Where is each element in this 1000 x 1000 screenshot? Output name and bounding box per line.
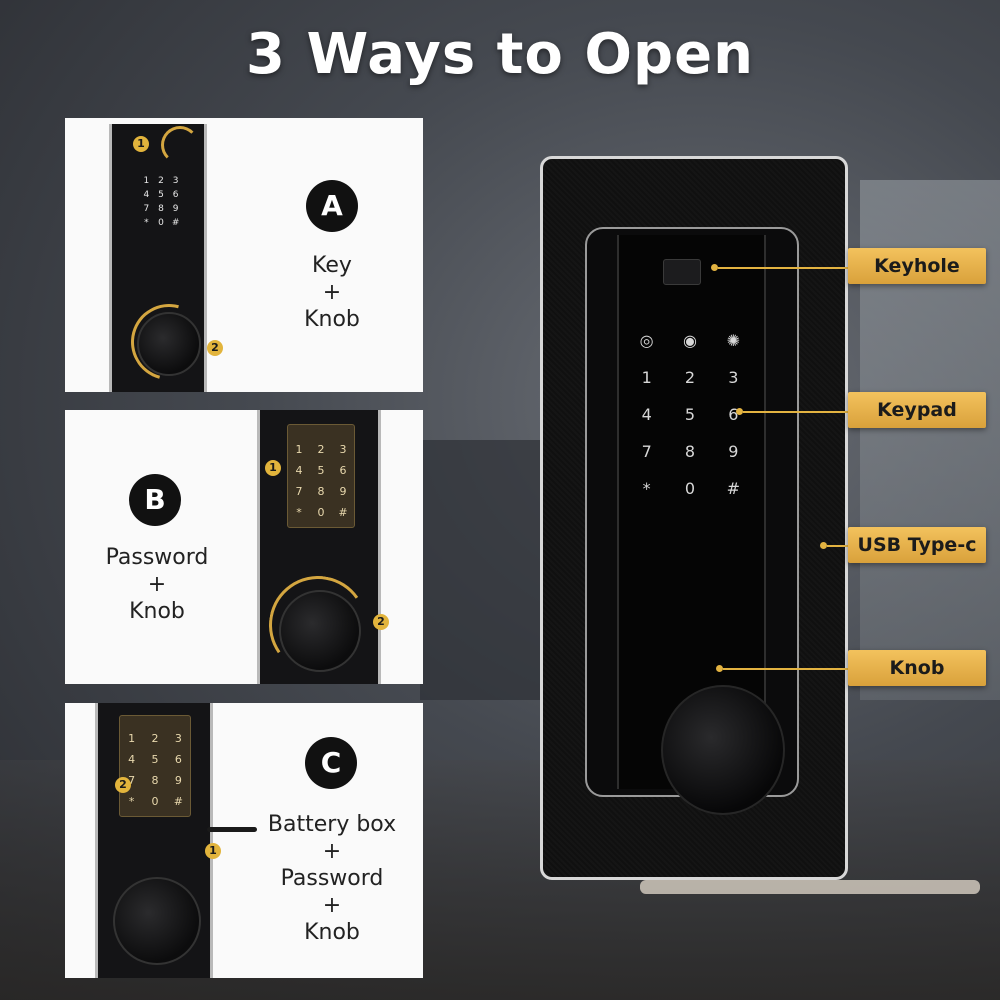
step-badge-2: 2 [373, 614, 389, 630]
usb-marker [820, 542, 827, 549]
keypad-leader [743, 411, 848, 413]
method-description-c: Battery box + Password + Knob [267, 812, 397, 945]
method-description-a: Key + Knob [304, 253, 360, 332]
method-letter-a: A [306, 180, 358, 232]
usb-leader [827, 545, 848, 547]
knob-marker [716, 665, 723, 672]
background-table [640, 880, 980, 894]
callout-keypad: Keypad [848, 392, 986, 428]
method-description-b: Password + Knob [105, 545, 209, 624]
keyhole-icon [663, 259, 701, 285]
keyhole-marker [711, 264, 718, 271]
keypad-icon-fingerprint: ◎ [639, 331, 654, 350]
step-badge-1: 1 [133, 136, 149, 152]
method-letter-c: C [305, 737, 357, 789]
step-badge-1: 1 [265, 460, 281, 476]
callout-keyhole: Keyhole [848, 248, 986, 284]
keypad-marker [736, 408, 743, 415]
knob-leader [723, 668, 848, 670]
knob [137, 312, 201, 376]
usb-cable-icon [207, 827, 257, 832]
knob [279, 590, 361, 672]
background-shelf [420, 440, 550, 700]
step-badge-1: 1 [205, 843, 221, 859]
callout-usb: USB Type-c [848, 527, 986, 563]
method-letter-b: B [129, 474, 181, 526]
step-badge-2: 2 [115, 777, 131, 793]
page-title: 3 Ways to Open [246, 22, 754, 87]
knob [661, 685, 785, 815]
keypad-icon-settings: ✺ [726, 331, 741, 350]
rotate-arrow-icon [161, 126, 199, 164]
callout-knob: Knob [848, 650, 986, 686]
knob [113, 877, 201, 965]
keypad-icon-lock: ◉ [683, 331, 697, 350]
keyhole-leader [718, 267, 848, 269]
step-badge-2: 2 [207, 340, 223, 356]
